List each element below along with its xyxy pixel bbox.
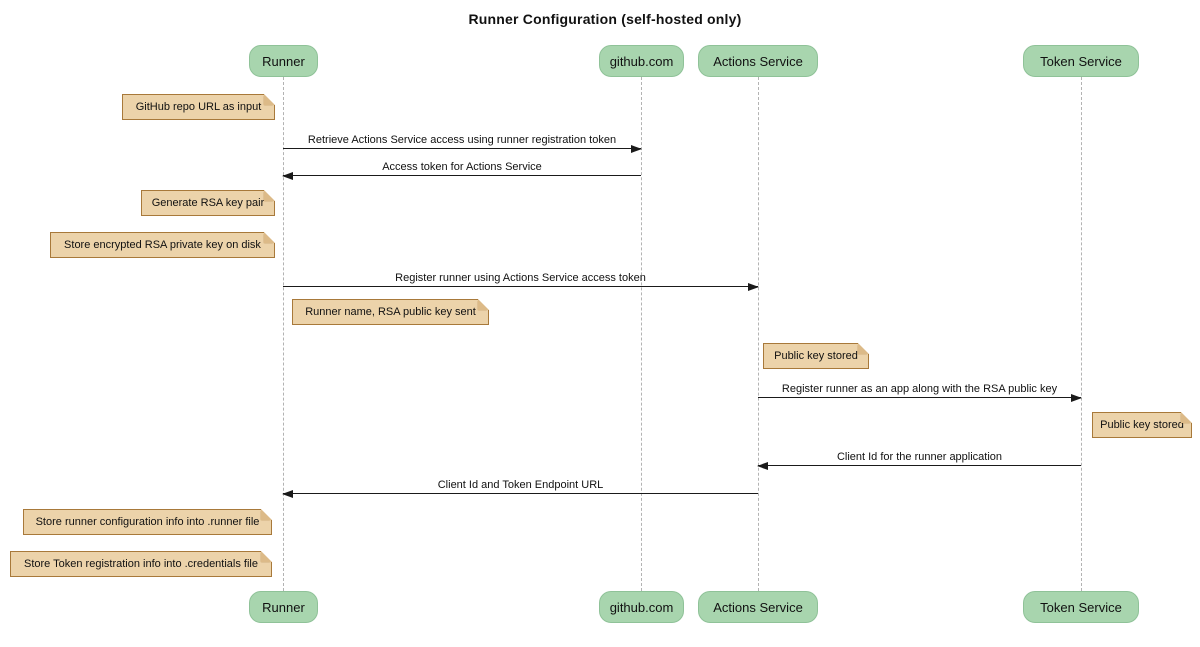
- participant-actions-service-top: Actions Service: [698, 45, 818, 77]
- message-label: Client Id for the runner application: [836, 451, 1003, 463]
- note-github-repo-url: GitHub repo URL as input: [122, 94, 275, 120]
- note-public-key-stored-token: Public key stored: [1092, 412, 1192, 438]
- message-access-token: Access token for Actions Service: [282, 161, 641, 180]
- arrowhead-left-icon: [757, 462, 768, 470]
- message-line: [757, 462, 1081, 470]
- participant-actions-service-bottom: Actions Service: [698, 591, 818, 623]
- participant-github-bottom: github.com: [599, 591, 684, 623]
- participant-runner-bottom: Runner: [249, 591, 318, 623]
- participant-runner-top: Runner: [249, 45, 318, 77]
- diagram-title: Runner Configuration (self-hosted only): [468, 11, 742, 27]
- note-store-credentials-file: Store Token registration info into .cred…: [10, 551, 272, 577]
- message-register-runner: Register runner using Actions Service ac…: [283, 272, 759, 291]
- note-text: Store runner configuration info into .ru…: [35, 516, 260, 528]
- participant-token-service-bottom: Token Service: [1023, 591, 1139, 623]
- lifeline-runner: [283, 77, 284, 591]
- message-label: Register runner using Actions Service ac…: [395, 272, 646, 284]
- message-line: [282, 172, 641, 180]
- note-runner-name-sent: Runner name, RSA public key sent: [292, 299, 489, 325]
- note-text: GitHub repo URL as input: [135, 101, 262, 113]
- participant-github-top: github.com: [599, 45, 684, 77]
- lifeline-github: [641, 77, 642, 591]
- message-line: [283, 145, 642, 153]
- note-text: Store encrypted RSA private key on disk: [64, 239, 261, 251]
- message-line: [283, 283, 759, 291]
- message-line: [758, 394, 1082, 402]
- participant-label: github.com: [609, 599, 674, 615]
- note-public-key-stored-actions: Public key stored: [763, 343, 869, 369]
- lifeline-token-service: [1081, 77, 1082, 591]
- participant-label: Token Service: [1040, 599, 1122, 615]
- message-register-app: Register runner as an app along with the…: [758, 383, 1082, 402]
- note-store-runner-file: Store runner configuration info into .ru…: [23, 509, 272, 535]
- arrowhead-right-icon: [748, 283, 759, 291]
- message-label: Client Id and Token Endpoint URL: [437, 479, 604, 491]
- note-text: Store Token registration info into .cred…: [24, 558, 258, 570]
- participant-label: Runner: [262, 53, 305, 69]
- note-generate-rsa: Generate RSA key pair: [141, 190, 275, 216]
- message-label: Access token for Actions Service: [382, 161, 542, 173]
- message-retrieve-access: Retrieve Actions Service access using ru…: [283, 134, 642, 153]
- participant-label: Actions Service: [713, 599, 803, 615]
- note-text: Public key stored: [1100, 419, 1184, 431]
- note-text: Public key stored: [774, 350, 858, 362]
- message-client-id: Client Id for the runner application: [757, 451, 1081, 470]
- participant-label: Actions Service: [713, 53, 803, 69]
- arrowhead-left-icon: [282, 172, 293, 180]
- message-client-id-endpoint: Client Id and Token Endpoint URL: [282, 479, 758, 498]
- message-label: Register runner as an app along with the…: [781, 383, 1058, 395]
- participant-label: Token Service: [1040, 53, 1122, 69]
- note-text: Generate RSA key pair: [151, 197, 265, 209]
- message-label: Retrieve Actions Service access using ru…: [307, 134, 617, 146]
- arrowhead-right-icon: [631, 145, 642, 153]
- message-line: [282, 490, 758, 498]
- arrowhead-right-icon: [1071, 394, 1082, 402]
- participant-token-service-top: Token Service: [1023, 45, 1139, 77]
- participant-label: Runner: [262, 599, 305, 615]
- lifeline-actions-service: [758, 77, 759, 591]
- arrowhead-left-icon: [282, 490, 293, 498]
- note-store-private-key: Store encrypted RSA private key on disk: [50, 232, 275, 258]
- note-text: Runner name, RSA public key sent: [305, 306, 476, 318]
- participant-label: github.com: [609, 53, 674, 69]
